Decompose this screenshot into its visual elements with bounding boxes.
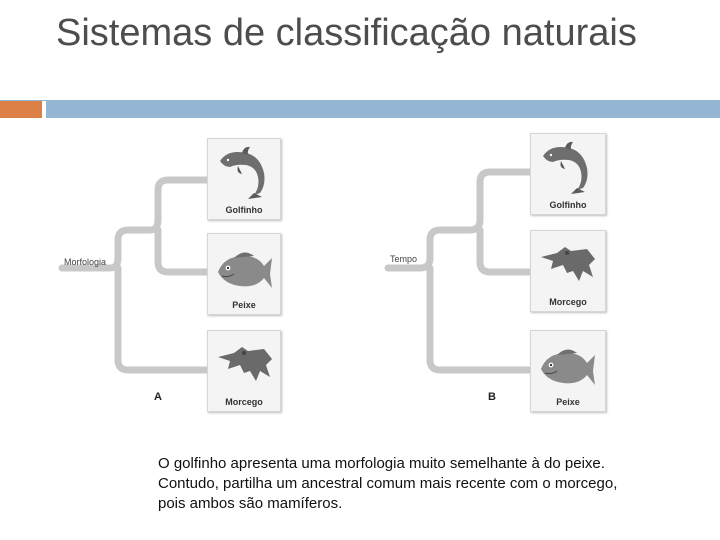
title-underline: [0, 100, 720, 101]
leaf-card-a-golfinho: Golfinho: [207, 138, 281, 220]
leaf-card-b-morcego: Morcego: [530, 230, 606, 312]
leaf-card-b-golfinho: Golfinho: [530, 133, 606, 215]
leaf-label-peixe: Peixe: [556, 397, 580, 407]
leaf-card-b-peixe: Peixe: [530, 330, 606, 412]
branch-b-morcego: [476, 226, 536, 276]
dolphin-icon: [543, 141, 588, 194]
fish-icon: [218, 252, 272, 288]
branch-a-morcego: [114, 264, 214, 374]
dolphin-icon: [220, 146, 265, 199]
leaf-card-a-peixe: Peixe: [207, 233, 281, 315]
leaf-label-peixe: Peixe: [232, 300, 256, 310]
leaf-label-golfinho: Golfinho: [225, 205, 263, 215]
slide-title: Sistemas de classificação naturais: [56, 12, 637, 54]
branch-a-peixe: [154, 226, 214, 276]
panel-letter-a: A: [154, 391, 162, 403]
leaf-card-a-morcego: Morcego: [207, 330, 281, 412]
accent-bar-orange: [0, 101, 42, 118]
branch-b-root: [384, 226, 474, 272]
fish-icon: [541, 349, 595, 385]
axis-label-tempo: Tempo: [390, 254, 418, 264]
axis-label-morfologia: Morfologia: [64, 257, 107, 267]
bat-icon: [218, 347, 272, 381]
accent-bar-blue: [46, 101, 720, 118]
slide-caption: O golfinho apresenta uma morfologia muit…: [158, 455, 618, 512]
bat-icon: [541, 247, 595, 281]
branch-a-root: [58, 226, 154, 272]
leaf-label-morcego: Morcego: [225, 397, 263, 407]
leaf-label-golfinho: Golfinho: [549, 200, 587, 210]
branch-b-inner: [466, 168, 536, 234]
panel-letter-b: B: [488, 391, 496, 403]
branch-a-inner: [146, 176, 214, 234]
branch-b-peixe: [426, 264, 536, 374]
leaf-label-morcego: Morcego: [549, 297, 587, 307]
